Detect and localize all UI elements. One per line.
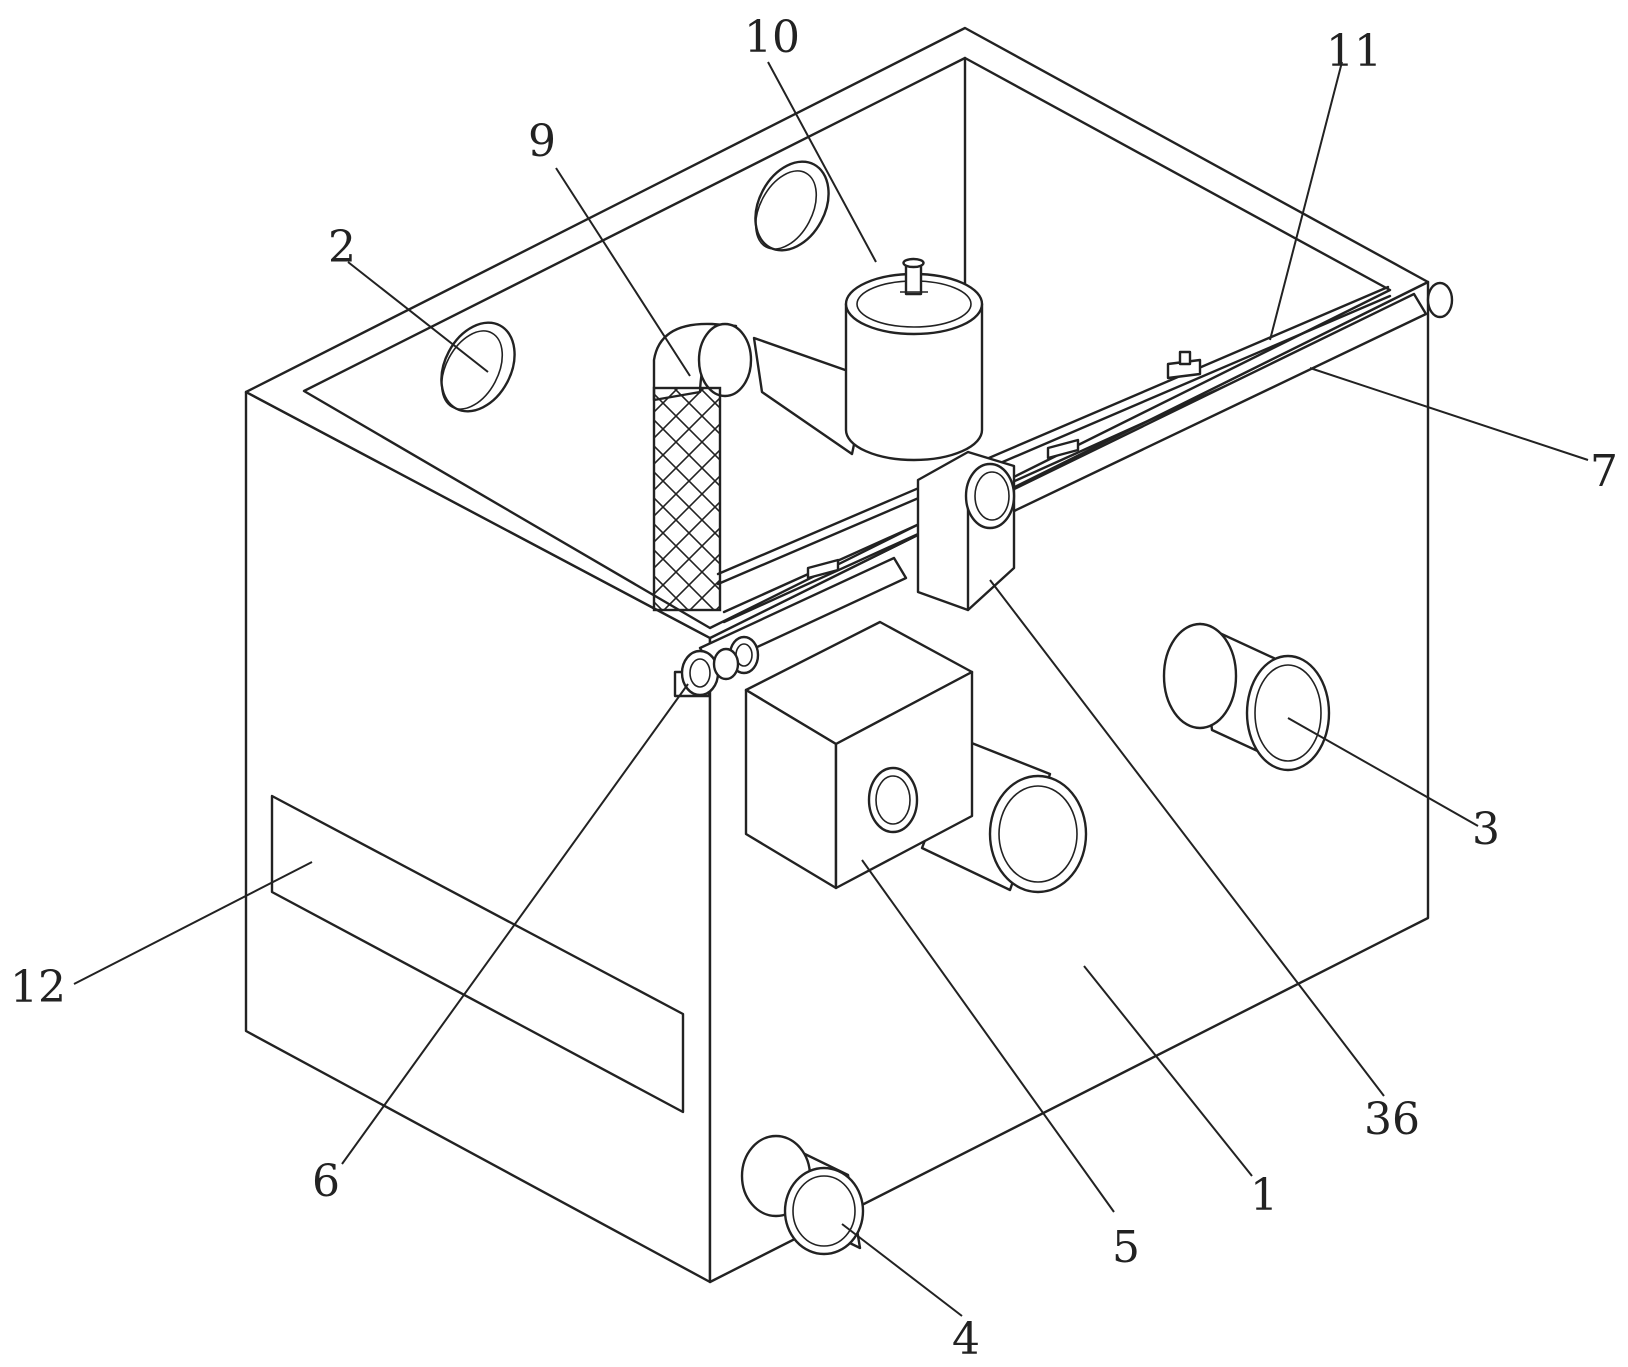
guide-rod	[698, 281, 1454, 675]
leader-lines	[73, 61, 1589, 1317]
label-9: 9	[528, 116, 556, 167]
bracket	[916, 450, 1016, 612]
filter-pipe	[652, 322, 870, 612]
motor-cylinder	[844, 257, 984, 462]
wall-hole-left	[440, 321, 516, 413]
label-10: 10	[744, 12, 800, 63]
label-36: 36	[1364, 1094, 1420, 1145]
window-panel	[270, 794, 685, 1114]
bottom-pipe	[740, 1134, 865, 1256]
pump-box	[744, 620, 1088, 894]
label-11: 11	[1326, 26, 1382, 77]
label-4: 4	[952, 1314, 980, 1362]
label-1: 1	[1250, 1170, 1278, 1221]
label-2: 2	[328, 222, 356, 273]
label-7: 7	[1590, 446, 1618, 497]
slider-block	[806, 350, 1202, 580]
side-pipe	[1162, 622, 1331, 772]
label-3: 3	[1472, 804, 1500, 855]
label-5: 5	[1112, 1222, 1140, 1273]
label-12: 12	[10, 962, 66, 1013]
bearing-seat	[673, 647, 740, 698]
wall-hole-right	[754, 160, 830, 252]
label-6: 6	[312, 1156, 340, 1207]
